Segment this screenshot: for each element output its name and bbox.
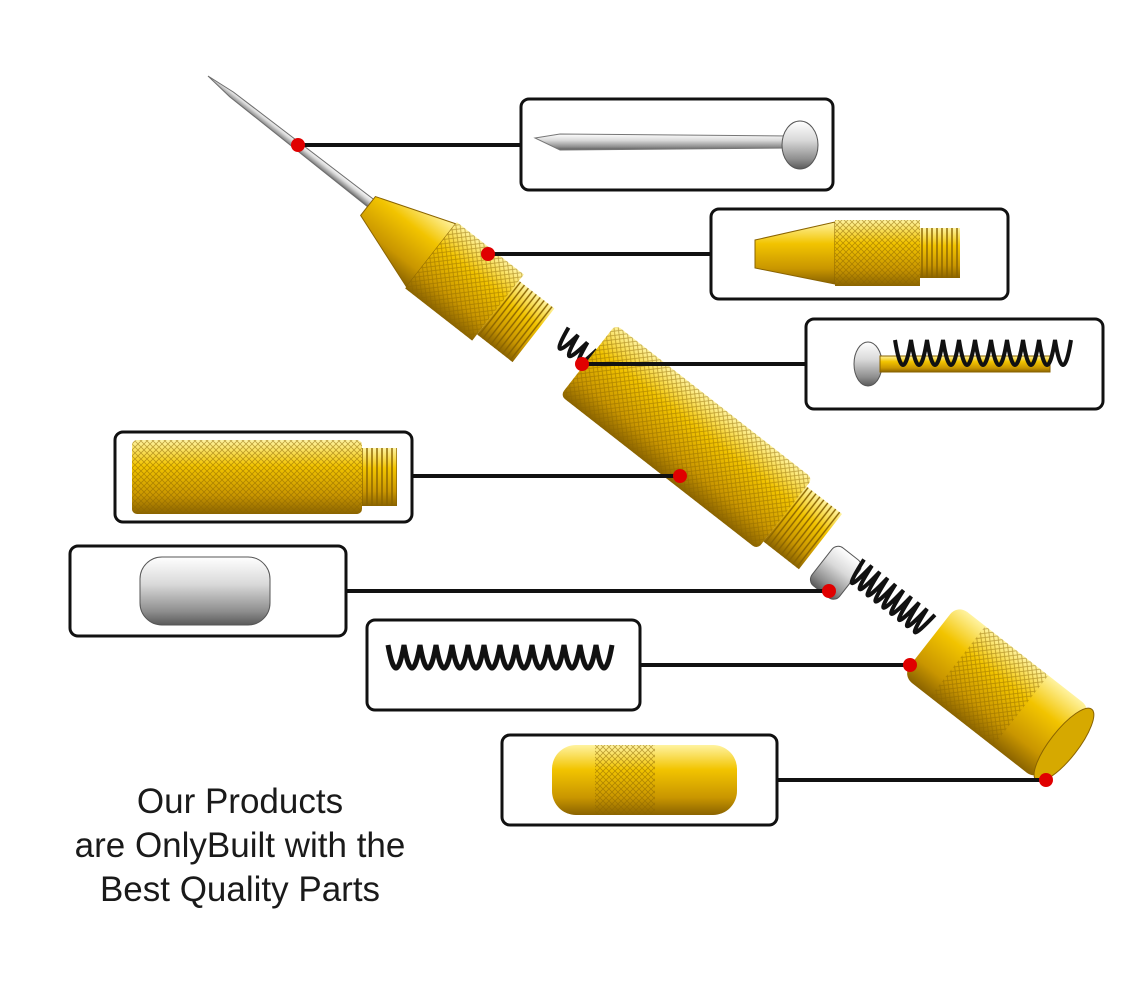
marker-nose-cone — [481, 247, 495, 261]
caption-line-1: Our Products — [136, 782, 344, 821]
end-cap — [907, 609, 1095, 782]
caption-line-3: Best Quality Parts — [99, 870, 381, 909]
callout-needle — [519, 97, 835, 192]
quality-caption: Our Products are OnlyBuilt with the Best… — [20, 780, 460, 912]
marker-end-cap — [1039, 773, 1053, 787]
red-markers — [291, 138, 1053, 787]
callout-small-spring — [804, 317, 1105, 411]
knurled-barrel — [562, 326, 843, 570]
callout-barrel — [113, 430, 414, 524]
callout-main-spring — [365, 618, 642, 712]
caption-line-2: are OnlyBuilt with the — [74, 826, 406, 865]
callout-nose-cone — [709, 207, 1010, 301]
callout-end-cap — [500, 733, 779, 827]
leader-lines — [298, 143, 1046, 782]
nose-cone — [359, 195, 555, 363]
marker-small-spring — [575, 357, 589, 371]
marker-needle — [291, 138, 305, 152]
main-spring — [849, 558, 937, 635]
marker-hammer — [822, 584, 836, 598]
assembled-center-punch — [207, 75, 1095, 782]
marker-main-spring — [903, 658, 917, 672]
callout-hammer — [68, 544, 348, 638]
marker-barrel — [673, 469, 687, 483]
